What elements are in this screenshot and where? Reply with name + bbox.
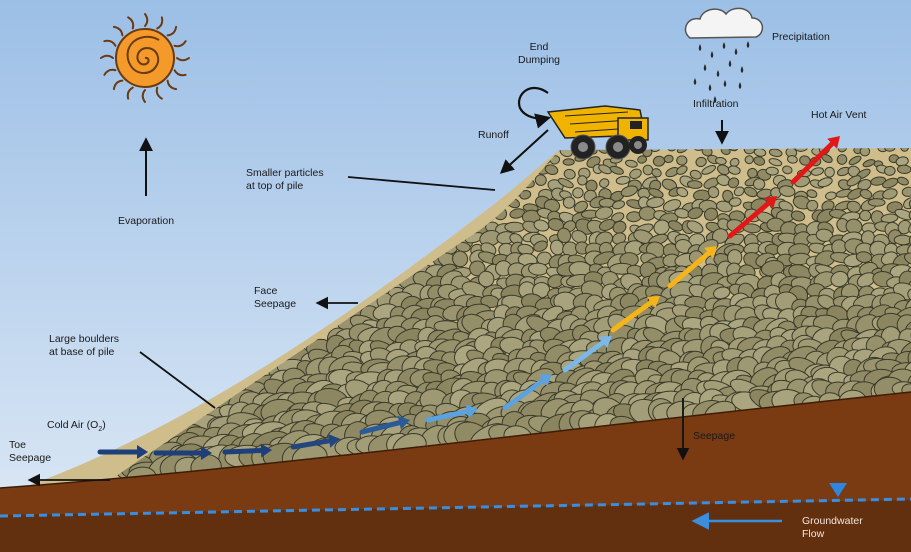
sun-icon xyxy=(100,13,190,103)
runoff-label: Runoff xyxy=(478,129,509,141)
large-boulders-line2: at base of pile xyxy=(49,346,115,358)
rock-pile xyxy=(110,148,911,480)
large-boulders-pointer xyxy=(139,351,216,409)
toe-seepage-line1: Toe xyxy=(9,439,26,451)
groundwater-line2: Flow xyxy=(802,528,825,540)
seepage-label: Seepage xyxy=(693,430,736,442)
toe-seepage-label: Toe Seepage xyxy=(9,439,51,465)
smaller-particles-label: Smaller particles at top of pile xyxy=(246,167,324,193)
smaller-particles-line1: Smaller particles xyxy=(246,167,324,179)
groundwater-flow-label: Groundwater Flow xyxy=(802,515,863,541)
face-seepage-line2: Seepage xyxy=(254,298,297,310)
face-seepage-line1: Face xyxy=(254,285,278,297)
end-dumping-line1: End xyxy=(529,41,549,53)
cold-air-subscript: 2 xyxy=(98,426,103,434)
smaller-particles-pointer xyxy=(347,176,496,191)
airflow-arrows xyxy=(97,136,840,460)
end-dumping-label: End Dumping xyxy=(517,41,561,67)
cold-air-label: Cold Air (O2) xyxy=(47,419,106,436)
rain-cloud-icon xyxy=(684,7,764,103)
smaller-particles-line2: at top of pile xyxy=(246,180,304,192)
ground-edge xyxy=(0,391,911,489)
infiltration-label: Infiltration xyxy=(693,98,739,110)
evaporation-label: Evaporation xyxy=(118,215,175,227)
large-boulders-label: Large boulders at base of pile xyxy=(49,333,119,359)
hot-air-vent-label: Hot Air Vent xyxy=(811,109,867,121)
groundwater-line1: Groundwater xyxy=(802,515,863,527)
end-dumping-arrow xyxy=(517,86,551,129)
end-dumping-line2: Dumping xyxy=(517,54,561,66)
water-table-line xyxy=(0,497,911,518)
cold-air-text: Cold Air (O xyxy=(47,419,99,431)
precipitation-label: Precipitation xyxy=(772,31,830,43)
water-table-marker-icon xyxy=(829,483,847,497)
haul-truck-icon xyxy=(546,105,649,160)
cold-air-suffix: ) xyxy=(102,419,106,431)
toe-seepage-line2: Seepage xyxy=(9,452,52,464)
face-seepage-label: Face Seepage xyxy=(254,285,296,311)
large-boulders-line1: Large boulders xyxy=(49,333,120,345)
runoff-arrow xyxy=(499,129,549,174)
